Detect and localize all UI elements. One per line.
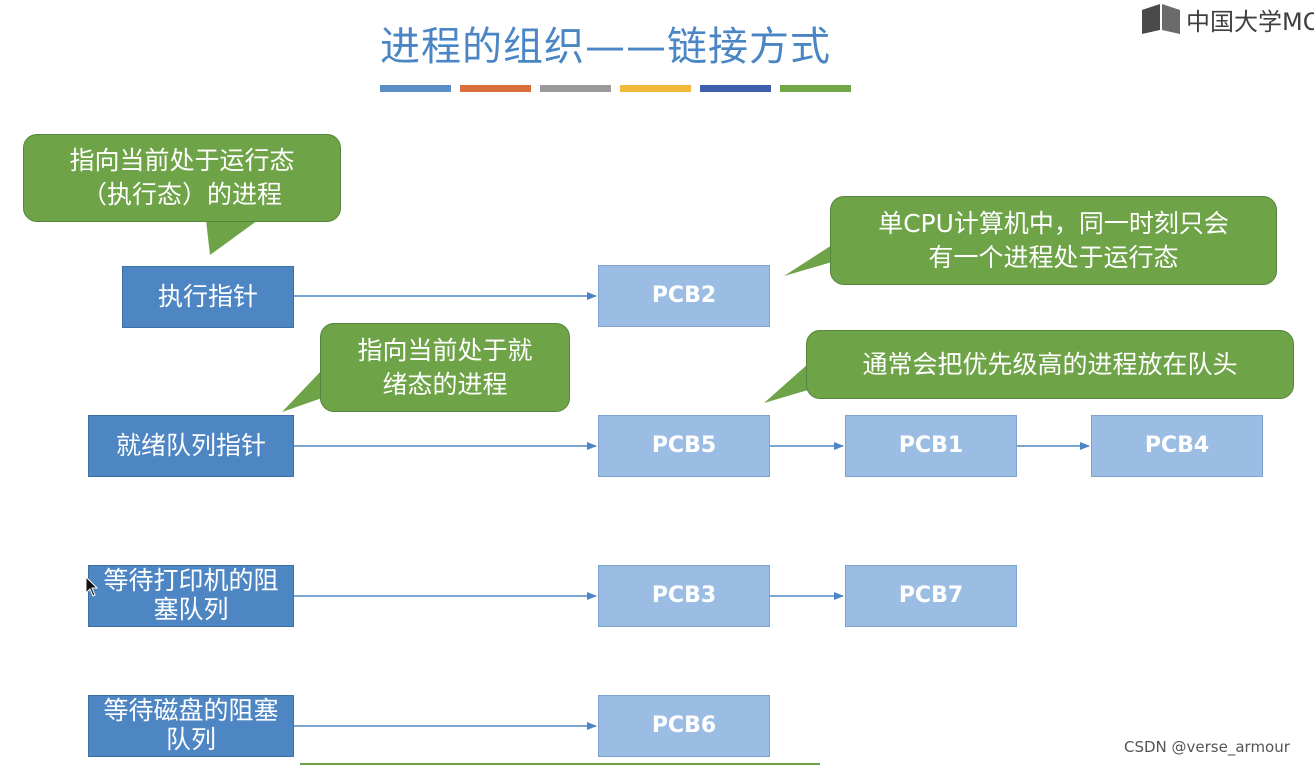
callout-ready-process: 指向当前处于就 绪态的进程	[320, 323, 570, 412]
pcb-label-pcb4: PCB4	[1144, 433, 1210, 459]
pcb-label-pcb7: PCB7	[898, 583, 964, 609]
color-bar-2	[460, 85, 531, 92]
pcb-box-pcb1: PCB1	[845, 415, 1017, 477]
color-bar-6	[780, 85, 851, 92]
watermark: CSDN @verse_armour	[1124, 738, 1290, 756]
color-bar-3	[540, 85, 611, 92]
callout-tail-ready	[282, 370, 322, 412]
callout-priority: 通常会把优先级高的进程放在队头	[806, 330, 1294, 399]
ready-queue-pointer-box: 就绪队列指针	[88, 415, 294, 477]
callout-tail-priority	[764, 364, 808, 403]
ready-queue-pointer-label: 就绪队列指针	[115, 430, 266, 460]
pcb-label-pcb6: PCB6	[651, 713, 717, 739]
callout-ready-line-1: 指向当前处于就	[357, 335, 533, 365]
pcb-box-pcb6: PCB6	[598, 695, 770, 757]
pcb-box-pcb2: PCB2	[598, 265, 770, 327]
callout-tail-running	[206, 220, 258, 255]
disk-blocked-queue-box: 等待磁盘的阻塞队列	[88, 695, 294, 757]
pcb-box-pcb3: PCB3	[598, 565, 770, 627]
callout-tail-single-cpu	[784, 245, 832, 276]
color-bar-1	[380, 85, 451, 92]
callout-single-cpu: 单CPU计算机中，同一时刻只会 有一个进程处于运行态	[830, 196, 1277, 285]
mooc-book-icon	[1142, 4, 1180, 34]
callout-single-cpu-line-2: 有一个进程处于运行态	[928, 242, 1179, 272]
logo: 中国大学MO	[1140, 2, 1314, 36]
mouse-cursor-icon	[85, 576, 99, 597]
pcb-label-pcb2: PCB2	[651, 283, 717, 309]
callout-running-line-2: （执行态）的进程	[81, 180, 282, 209]
slide-title: 进程的组织——链接方式	[380, 24, 831, 70]
exec-pointer-label: 执行指针	[157, 281, 258, 311]
callout-running-process: 指向当前处于运行态 （执行态）的进程	[23, 134, 341, 222]
callout-priority-line-1: 通常会把优先级高的进程放在队头	[862, 349, 1238, 379]
color-bar-4	[620, 85, 691, 92]
pcb-box-pcb5: PCB5	[598, 415, 770, 477]
pcb-label-pcb1: PCB1	[898, 433, 964, 459]
color-bar-5	[700, 85, 771, 92]
callout-single-cpu-line-1: 单CPU计算机中，同一时刻只会	[878, 208, 1229, 238]
printer-blocked-queue-label: 等待打印机的阻塞队列	[103, 566, 279, 624]
disk-blocked-queue-label: 等待磁盘的阻塞队列	[103, 696, 279, 754]
pcb-label-pcb5: PCB5	[651, 433, 717, 459]
pcb-box-pcb7: PCB7	[845, 565, 1017, 627]
pcb-box-pcb4: PCB4	[1091, 415, 1263, 477]
callout-ready-line-2: 绪态的进程	[382, 369, 508, 399]
pcb-label-pcb3: PCB3	[651, 583, 717, 609]
exec-pointer-box: 执行指针	[122, 266, 294, 328]
printer-blocked-queue-box: 等待打印机的阻塞队列	[88, 565, 294, 627]
logo-text: 中国大学MO	[1186, 7, 1314, 36]
callout-running-line-1: 指向当前处于运行态	[69, 146, 295, 176]
